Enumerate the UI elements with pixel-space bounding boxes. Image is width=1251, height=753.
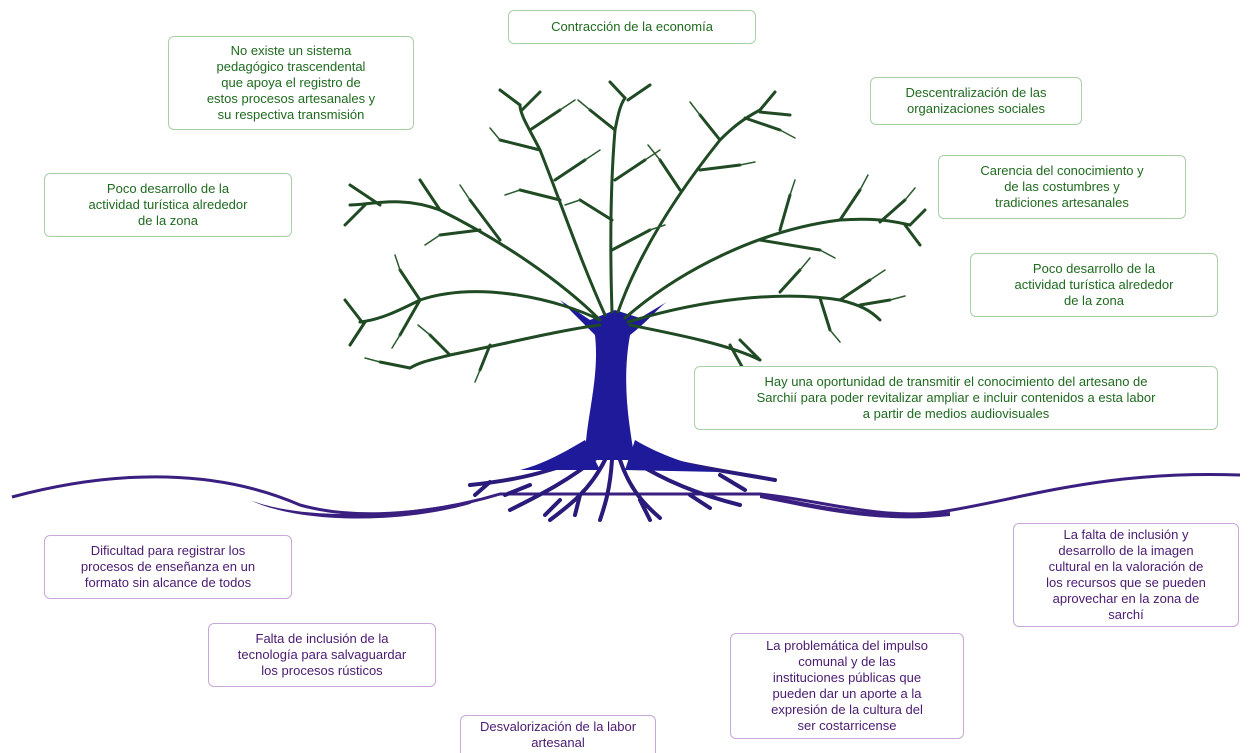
- roots: [468, 448, 777, 522]
- node-problematica-impulso-comunal: La problemática del impulso comunal y de…: [730, 633, 964, 739]
- node-desarrollo-turistico-right: Poco desarrollo de la actividad turístic…: [970, 253, 1218, 317]
- node-label: Hay una oportunidad de transmitir el con…: [756, 374, 1156, 421]
- node-label: Dificultad para registrar los procesos d…: [80, 543, 256, 590]
- node-descentralizacion: Descentralización de las organizaciones …: [870, 77, 1082, 125]
- node-label: Falta de inclusión de la tecnología para…: [237, 631, 407, 678]
- canopy: [343, 80, 927, 374]
- canopy-fine: [364, 99, 916, 383]
- ground-line: [11, 472, 1241, 516]
- node-label: Poco desarrollo de la actividad turístic…: [88, 181, 248, 228]
- node-label: Descentralización de las organizaciones …: [905, 85, 1047, 116]
- node-label: Contracción de la economía: [551, 19, 713, 34]
- node-label: Carencia del conocimiento y de las costu…: [980, 163, 1144, 210]
- node-contraccion-economia: Contracción de la economía: [508, 10, 756, 44]
- node-desarrollo-turistico-left: Poco desarrollo de la actividad turístic…: [44, 173, 292, 237]
- node-falta-inclusion-tecnologia: Falta de inclusión de la tecnología para…: [208, 623, 436, 687]
- node-desvalorizacion-labor: Desvalorización de la labor artesanal: [460, 715, 656, 753]
- node-falta-inclusion-imagen-cultural: La falta de inclusión y desarrollo de la…: [1013, 523, 1239, 627]
- node-label: Desvalorización de la labor artesanal: [479, 718, 637, 750]
- node-dificultad-registrar: Dificultad para registrar los procesos d…: [44, 535, 292, 599]
- node-label: La falta de inclusión y desarrollo de la…: [1046, 527, 1206, 622]
- node-label: No existe un sistema pedagógico trascend…: [206, 43, 376, 122]
- trunk: [560, 300, 670, 460]
- node-oportunidad-transmitir: Hay una oportunidad de transmitir el con…: [694, 366, 1218, 430]
- node-label: La problemática del impulso comunal y de…: [766, 638, 928, 733]
- node-carencia-conocimiento: Carencia del conocimiento y de las costu…: [938, 155, 1186, 219]
- node-sistema-pedagogico: No existe un sistema pedagógico trascend…: [168, 36, 414, 130]
- node-label: Poco desarrollo de la actividad turístic…: [1014, 261, 1174, 308]
